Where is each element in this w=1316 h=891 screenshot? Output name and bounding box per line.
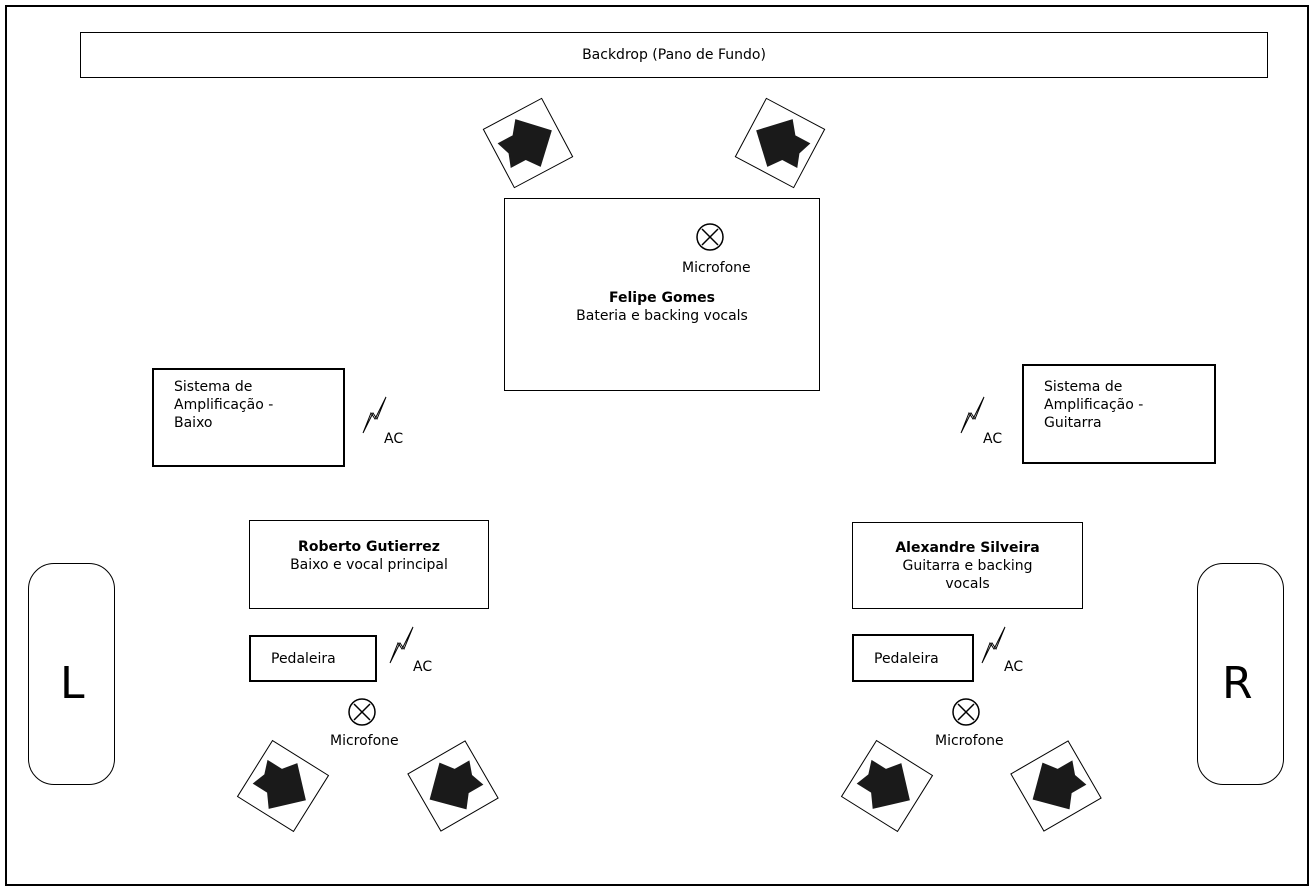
guitar-amp-line1: Sistema de xyxy=(1044,379,1123,395)
guitarist-role-line1: Guitarra e backing xyxy=(902,558,1033,574)
right-pa-label: R xyxy=(1222,658,1253,709)
drum-microphone-label: Microfone xyxy=(682,260,751,276)
ac-power-icon xyxy=(960,396,985,434)
drummer-role: Bateria e backing vocals xyxy=(576,308,748,324)
microphone-icon xyxy=(696,223,724,251)
guitarist-name: Alexandre Silveira xyxy=(895,540,1040,556)
ac-label-bass-amp: AC xyxy=(384,431,404,447)
left-pa-speaker xyxy=(28,563,115,785)
backdrop: Backdrop (Pano de Fundo) xyxy=(80,32,1268,78)
monitor-wedge-icon xyxy=(407,740,499,832)
guitar-microphone-label: Microfone xyxy=(935,733,1004,749)
ac-label-guitar-pedal: AC xyxy=(1004,659,1024,675)
ac-power-icon xyxy=(389,626,414,664)
monitor-wedge-icon xyxy=(1010,740,1102,832)
bass-amp-line1: Sistema de xyxy=(174,379,253,395)
drum-riser xyxy=(504,198,820,391)
ac-label-guitar-amp: AC xyxy=(983,431,1003,447)
bassist-position: Roberto Gutierrez Baixo e vocal principa… xyxy=(249,520,489,609)
guitar-pedalboard: Pedaleira xyxy=(852,634,974,682)
guitarist-position: Alexandre Silveira Guitarra e backing vo… xyxy=(852,522,1083,609)
microphone-icon xyxy=(348,698,376,726)
microphone-icon xyxy=(952,698,980,726)
guitar-pedalboard-label: Pedaleira xyxy=(874,651,939,667)
monitor-wedge-icon xyxy=(482,97,574,189)
right-pa-speaker xyxy=(1197,563,1284,785)
guitar-amp-line2: Amplificação - xyxy=(1044,397,1144,413)
drummer-name: Felipe Gomes xyxy=(608,290,715,306)
monitor-wedge-icon xyxy=(841,740,933,832)
left-pa-label: L xyxy=(60,658,85,709)
bass-pedalboard: Pedaleira xyxy=(249,635,377,682)
monitor-wedge-icon xyxy=(734,97,826,189)
stage-plot xyxy=(5,5,1309,886)
ac-label-bass-pedal: AC xyxy=(413,659,433,675)
bass-amp: Sistema de Amplificação - Baixo xyxy=(152,368,345,467)
backdrop-label: Backdrop (Pano de Fundo) xyxy=(582,47,766,63)
bass-amp-line2: Amplificação - xyxy=(174,397,274,413)
guitar-amp-line3: Guitarra xyxy=(1044,415,1102,431)
bass-amp-line3: Baixo xyxy=(174,415,213,431)
bassist-role: Baixo e vocal principal xyxy=(290,557,448,573)
bass-microphone-label: Microfone xyxy=(330,733,399,749)
drummer-info: Felipe Gomes Bateria e backing vocals xyxy=(504,289,820,325)
ac-power-icon xyxy=(362,396,387,434)
bassist-name: Roberto Gutierrez xyxy=(298,539,440,555)
ac-power-icon xyxy=(981,626,1006,664)
monitor-wedge-icon xyxy=(237,740,329,832)
guitarist-role-line2: vocals xyxy=(945,576,990,592)
guitar-amp: Sistema de Amplificação - Guitarra xyxy=(1022,364,1216,464)
bass-pedalboard-label: Pedaleira xyxy=(271,651,336,667)
